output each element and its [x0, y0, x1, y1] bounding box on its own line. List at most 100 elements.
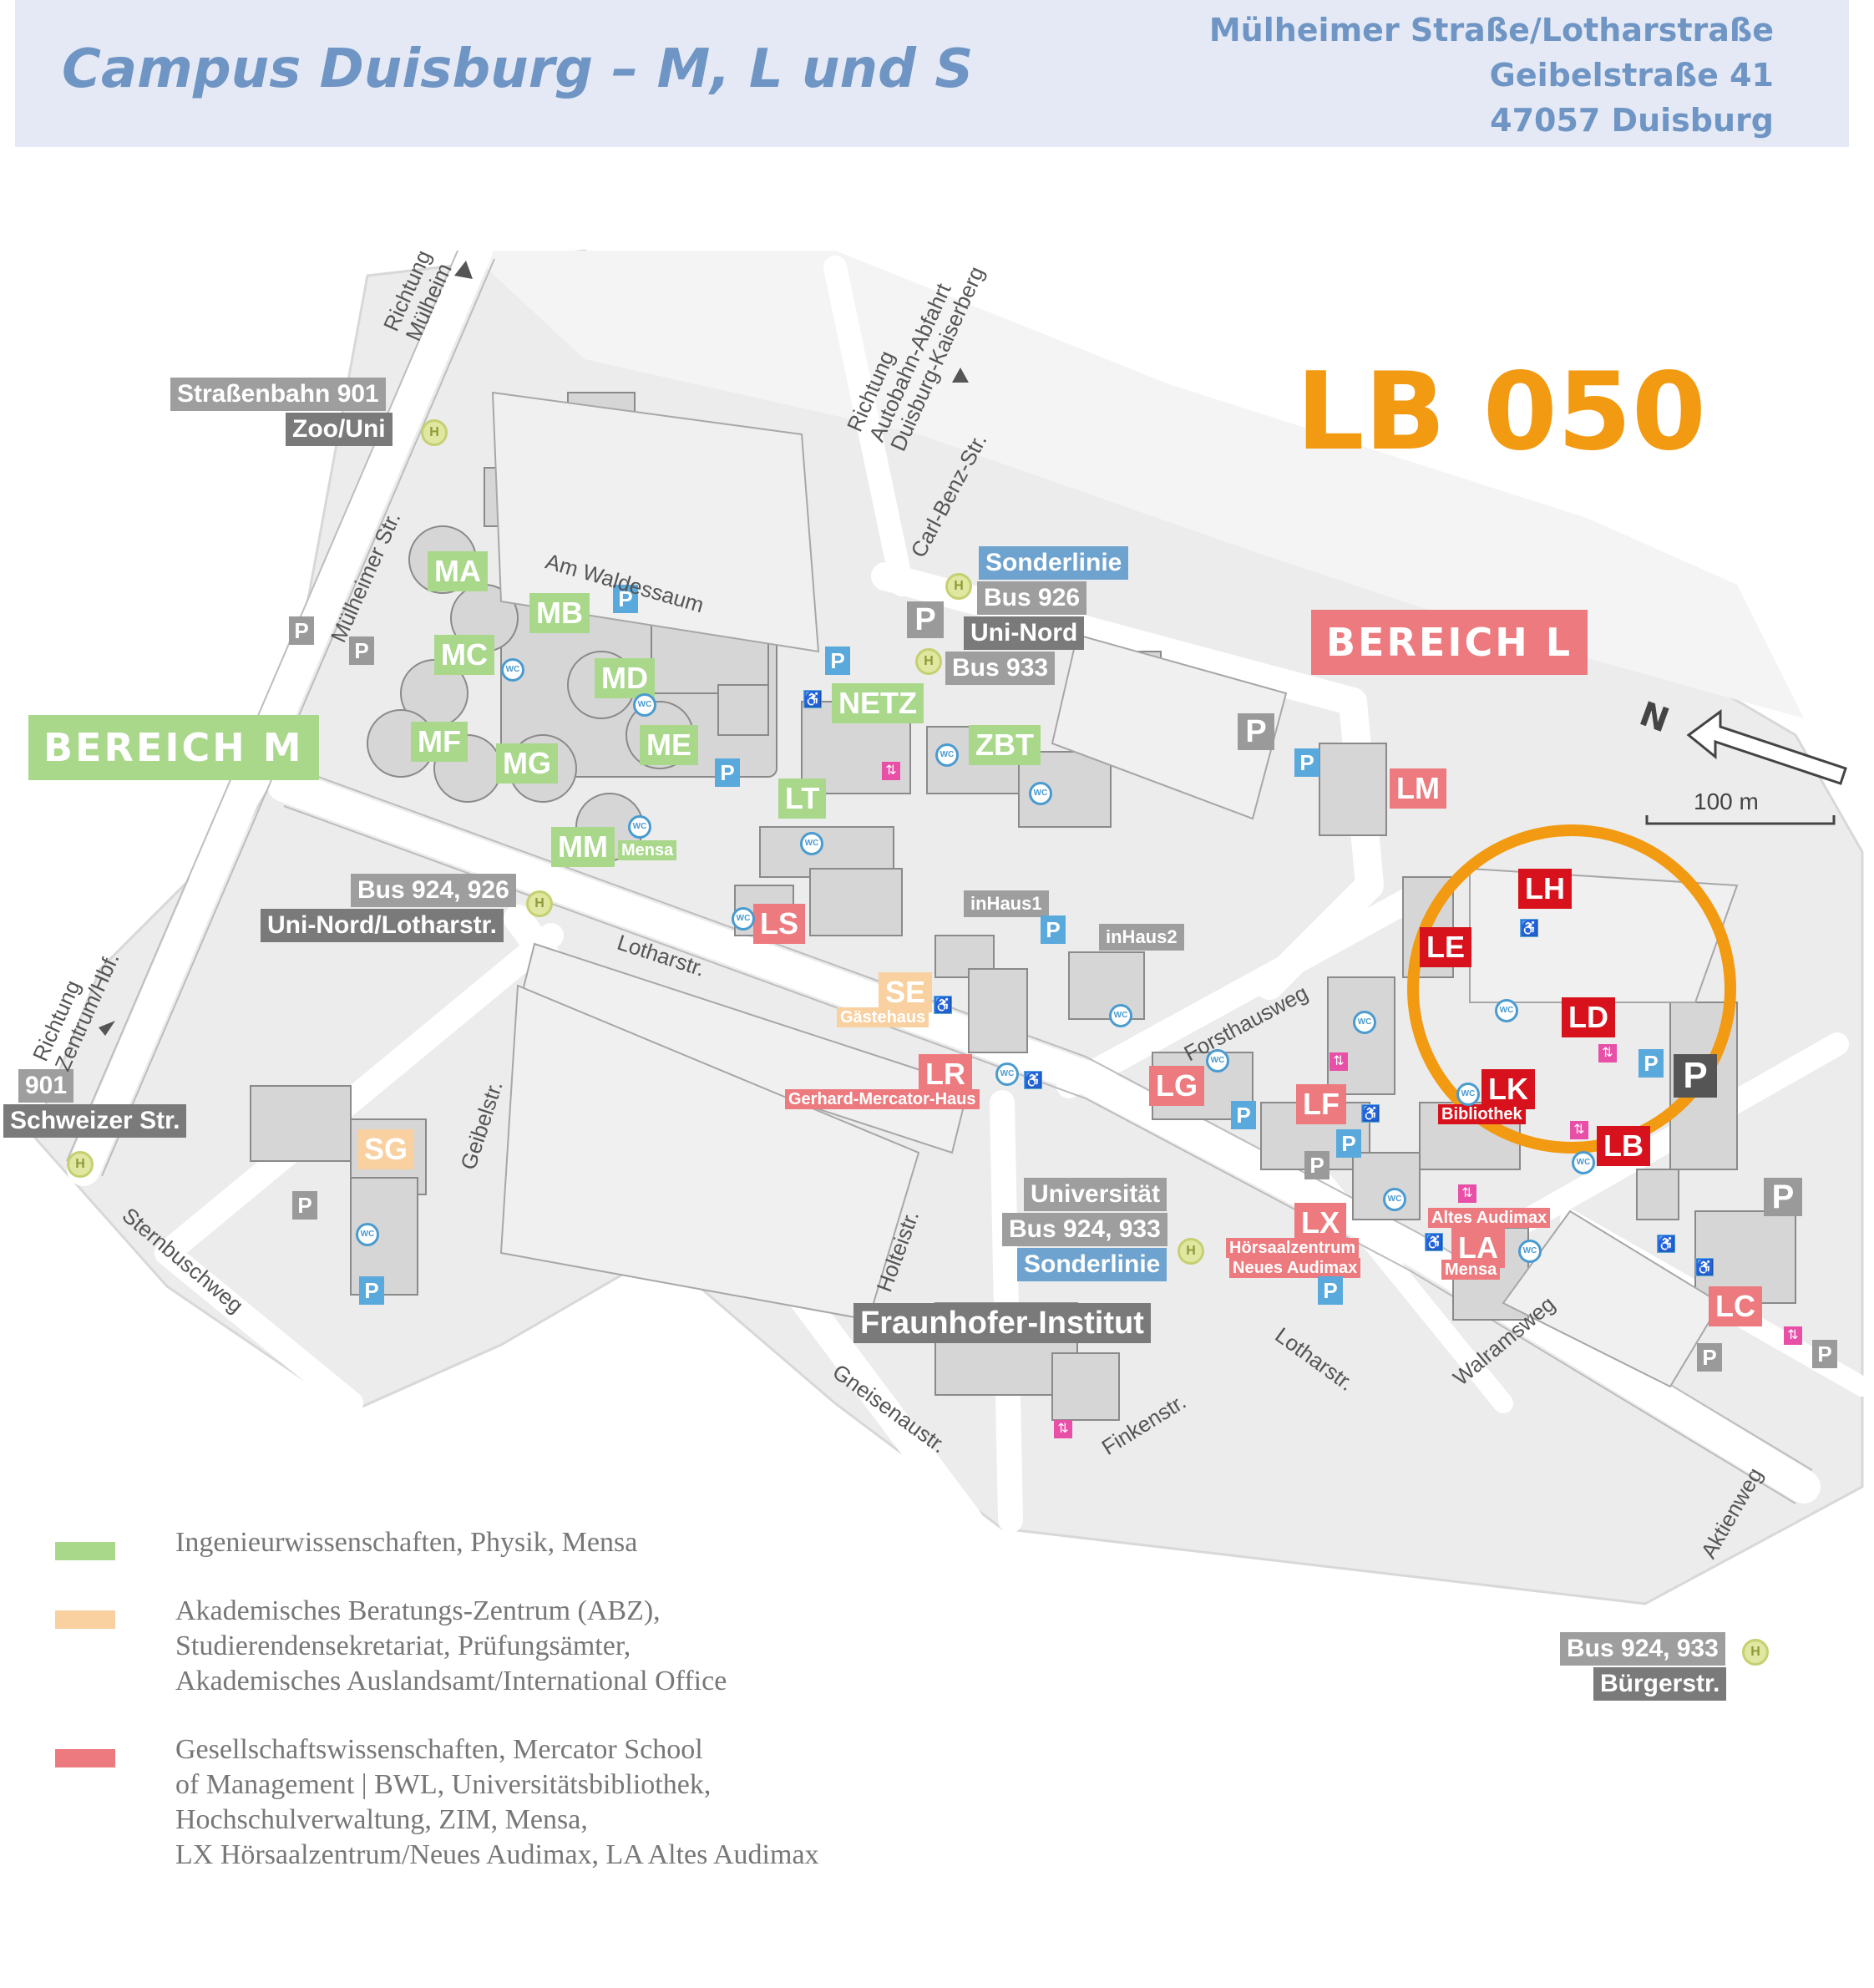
address-line-3: 47057 Duisburg [1490, 102, 1774, 139]
page-title: Campus Duisburg – M, L und S [62, 38, 974, 100]
header-band [15, 0, 1849, 147]
bus-924-933-label-b: Bus 924, 933 [1560, 1632, 1725, 1666]
lift-icon: ⇅ [1330, 1052, 1348, 1071]
room-number-label: LB 050 [1296, 350, 1706, 474]
wheelchair-icon: ♿ [1695, 1258, 1714, 1276]
building-netz[interactable]: NETZ [832, 683, 924, 723]
building-lk-sub: Bibliothek [1438, 1104, 1526, 1124]
building-mf[interactable]: MF [411, 722, 468, 762]
legend-line: Akademisches Auslandsamt/International O… [175, 1666, 727, 1696]
wheelchair-icon: ♿ [1520, 919, 1539, 937]
building-mc[interactable]: MC [434, 635, 494, 675]
sonderlinie-label-2: Sonderlinie [1017, 1248, 1167, 1281]
line-901-label: 901 [18, 1069, 74, 1103]
halt-schweizer-icon: H [67, 1151, 94, 1178]
bus-926-label: Bus 926 [977, 581, 1087, 615]
building-inhaus1[interactable]: inHaus1 [964, 890, 1049, 917]
lift-icon: ⇅ [1570, 1121, 1588, 1139]
halt-lotharstr-icon: H [526, 890, 553, 917]
building-lh[interactable]: LH [1518, 869, 1572, 909]
wc-icon: WC [1109, 1004, 1132, 1027]
legend-swatch-advisory [55, 1610, 115, 1629]
building-lm[interactable]: LM [1390, 768, 1446, 809]
legend-line: Studierendensekretariat, Prüfungsämter, [175, 1630, 631, 1661]
building-ma[interactable]: MA [428, 551, 488, 591]
wc-icon: WC [800, 832, 823, 855]
building-lc[interactable]: LC [1709, 1286, 1762, 1326]
destination-ring [1407, 824, 1736, 1154]
scale-bar [1645, 815, 1836, 825]
legend-line: Ingenieurwissenschaften, Physik, Mensa [175, 1527, 638, 1558]
legend-text-advisory: Akademisches Beratungs-Zentrum (ABZ), St… [175, 1594, 727, 1699]
parking-large-icon: P [1764, 1178, 1802, 1216]
building-fraunhofer[interactable]: Fraunhofer-Institut [853, 1303, 1151, 1343]
building-mb[interactable]: MB [529, 593, 590, 633]
building-se[interactable]: SE [879, 972, 933, 1012]
building-mm[interactable]: MM [551, 827, 615, 867]
legend-text-social: Gesellschaftswissenschaften, Mercator Sc… [175, 1732, 819, 1873]
buergerstr-label: Bürgerstr. [1593, 1667, 1727, 1701]
building-lx[interactable]: LX [1294, 1203, 1347, 1243]
building-ls[interactable]: LS [753, 904, 806, 944]
wheelchair-icon: ♿ [803, 690, 823, 708]
arrow-autobahn [952, 368, 969, 383]
arrow-zentrum [99, 1021, 115, 1036]
halt-bus-933-icon: H [915, 648, 942, 675]
parking-disabled-icon: P [359, 1276, 384, 1305]
wheelchair-icon: ♿ [1425, 1233, 1444, 1251]
building-inhaus2[interactable]: inHaus2 [1099, 924, 1184, 951]
uni-nord-label: Uni-Nord [964, 616, 1085, 650]
building-me[interactable]: ME [640, 725, 698, 765]
parking-disabled-icon: P [825, 647, 850, 675]
parking-icon: P [1304, 1151, 1330, 1179]
area-m-label: BEREICH M [28, 715, 319, 780]
parking-disabled-icon: P [613, 585, 638, 613]
building-mm-sub: Mensa [618, 840, 677, 860]
parking-large-icon: P [907, 601, 944, 638]
schweizer-str-label: Schweizer Str. [3, 1104, 187, 1138]
wheelchair-icon: ♿ [1657, 1235, 1676, 1253]
building-ld[interactable]: LD [1562, 997, 1615, 1037]
parking-icon: P [292, 1191, 317, 1220]
wc-icon: WC [995, 1062, 1019, 1086]
wc-icon: WC [1518, 1240, 1542, 1263]
parking-icon: P [349, 636, 374, 665]
building-se-sub: Gästehaus [837, 1007, 929, 1027]
parking-large-icon: P [1674, 1054, 1717, 1098]
legend-swatch-social [55, 1749, 115, 1767]
wc-icon: WC [1495, 999, 1518, 1022]
parking-disabled-icon: P [715, 758, 740, 787]
building-lr[interactable]: LR [919, 1054, 972, 1094]
parking-icon: P [289, 616, 314, 645]
building-lf[interactable]: LF [1296, 1084, 1346, 1124]
wc-icon: WC [935, 743, 959, 767]
address-line-1: Mülheimer Straße/Lotharstraße [1208, 12, 1774, 48]
bus-933-label: Bus 933 [945, 652, 1056, 685]
building-sg[interactable]: SG [357, 1129, 415, 1169]
wc-icon: WC [633, 693, 656, 717]
sonderlinie-label-1: Sonderlinie [979, 546, 1129, 580]
building-zbt[interactable]: ZBT [969, 725, 1041, 765]
halt-zoo-uni-icon: H [421, 419, 448, 446]
wc-icon: WC [356, 1223, 379, 1246]
address-line-2: Geibelstraße 41 [1489, 57, 1774, 94]
lift-icon: ⇅ [1458, 1184, 1476, 1203]
building-lk[interactable]: LK [1481, 1069, 1535, 1109]
legend-line: LX Hörsaalzentrum/Neues Audimax, LA Alte… [175, 1839, 819, 1870]
building-lx-sub-1: Hörsaalzentrum [1226, 1238, 1360, 1258]
parking-disabled-icon: P [1041, 915, 1066, 944]
building-lg[interactable]: LG [1149, 1066, 1204, 1106]
building-lb[interactable]: LB [1597, 1126, 1650, 1166]
uni-nord-lotharstr-label: Uni-Nord/Lotharstr. [261, 909, 504, 942]
park-zone [468, 251, 1804, 718]
lift-icon: ⇅ [1784, 1326, 1802, 1345]
building-md[interactable]: MD [595, 658, 655, 698]
legend-text-engineering: Ingenieurwissenschaften, Physik, Mensa [175, 1525, 637, 1560]
wheelchair-icon: ♿ [1024, 1071, 1043, 1089]
legend-line: of Management | BWL, Universitätsbibliot… [175, 1769, 712, 1800]
wc-icon: WC [732, 907, 755, 931]
parking-icon: P [1812, 1340, 1837, 1368]
building-le[interactable]: LE [1420, 927, 1472, 967]
building-mg[interactable]: MG [496, 743, 558, 784]
building-lt[interactable]: LT [778, 778, 827, 819]
